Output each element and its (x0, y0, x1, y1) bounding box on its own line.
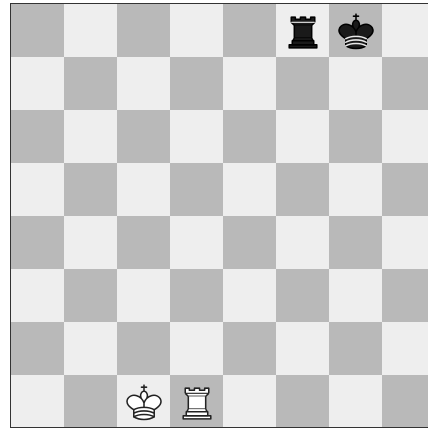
chessboard-frame (10, 3, 428, 428)
square-b5[interactable] (64, 163, 117, 216)
square-b3[interactable] (64, 269, 117, 322)
square-a2[interactable] (11, 322, 64, 375)
square-e7[interactable] (223, 57, 276, 110)
square-a8[interactable] (11, 4, 64, 57)
square-b6[interactable] (64, 110, 117, 163)
square-b4[interactable] (64, 216, 117, 269)
square-d3[interactable] (170, 269, 223, 322)
square-b2[interactable] (64, 322, 117, 375)
square-h8[interactable] (382, 4, 428, 57)
square-d4[interactable] (170, 216, 223, 269)
white-king-icon[interactable] (121, 379, 167, 425)
square-g2[interactable] (329, 322, 382, 375)
square-e4[interactable] (223, 216, 276, 269)
square-f3[interactable] (276, 269, 329, 322)
square-f2[interactable] (276, 322, 329, 375)
square-g7[interactable] (329, 57, 382, 110)
square-g6[interactable] (329, 110, 382, 163)
square-e2[interactable] (223, 322, 276, 375)
square-c5[interactable] (117, 163, 170, 216)
square-e6[interactable] (223, 110, 276, 163)
square-f1[interactable] (276, 375, 329, 428)
square-c1[interactable] (117, 375, 170, 428)
chessboard[interactable] (11, 4, 428, 428)
square-d7[interactable] (170, 57, 223, 110)
square-f8[interactable] (276, 4, 329, 57)
white-rook-icon[interactable] (174, 379, 220, 425)
square-a4[interactable] (11, 216, 64, 269)
square-h7[interactable] (382, 57, 428, 110)
square-h3[interactable] (382, 269, 428, 322)
square-g3[interactable] (329, 269, 382, 322)
square-f5[interactable] (276, 163, 329, 216)
square-g4[interactable] (329, 216, 382, 269)
square-c6[interactable] (117, 110, 170, 163)
square-d1[interactable] (170, 375, 223, 428)
square-h6[interactable] (382, 110, 428, 163)
square-c7[interactable] (117, 57, 170, 110)
square-d2[interactable] (170, 322, 223, 375)
square-b7[interactable] (64, 57, 117, 110)
square-d8[interactable] (170, 4, 223, 57)
square-h2[interactable] (382, 322, 428, 375)
square-d5[interactable] (170, 163, 223, 216)
square-f4[interactable] (276, 216, 329, 269)
square-g1[interactable] (329, 375, 382, 428)
square-e1[interactable] (223, 375, 276, 428)
square-e3[interactable] (223, 269, 276, 322)
square-a1[interactable] (11, 375, 64, 428)
square-h5[interactable] (382, 163, 428, 216)
square-g8[interactable] (329, 4, 382, 57)
square-g5[interactable] (329, 163, 382, 216)
square-b1[interactable] (64, 375, 117, 428)
square-c4[interactable] (117, 216, 170, 269)
square-b8[interactable] (64, 4, 117, 57)
square-c3[interactable] (117, 269, 170, 322)
square-f7[interactable] (276, 57, 329, 110)
square-h1[interactable] (382, 375, 428, 428)
square-c8[interactable] (117, 4, 170, 57)
square-a5[interactable] (11, 163, 64, 216)
square-a7[interactable] (11, 57, 64, 110)
square-a3[interactable] (11, 269, 64, 322)
square-e8[interactable] (223, 4, 276, 57)
square-c2[interactable] (117, 322, 170, 375)
square-h4[interactable] (382, 216, 428, 269)
square-a6[interactable] (11, 110, 64, 163)
square-d6[interactable] (170, 110, 223, 163)
square-f6[interactable] (276, 110, 329, 163)
black-rook-icon[interactable] (280, 8, 326, 54)
square-e5[interactable] (223, 163, 276, 216)
black-king-icon[interactable] (333, 8, 379, 54)
